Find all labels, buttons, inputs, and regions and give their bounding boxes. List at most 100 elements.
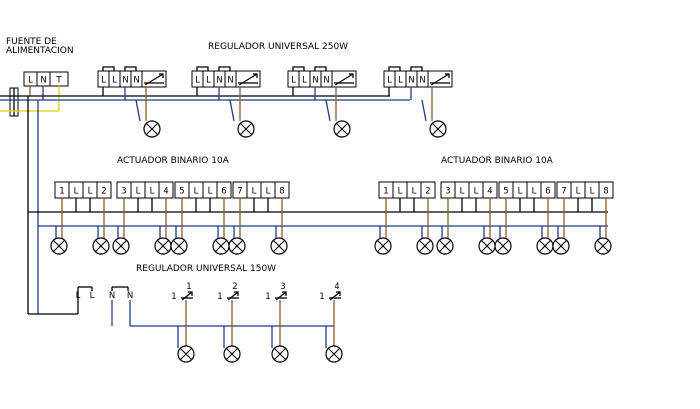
lamp-actuator-1-6 — [212, 237, 230, 255]
actuator-terminal: 2 — [101, 187, 106, 197]
dimmer-150-output-3: 31 — [265, 282, 289, 363]
dimmer-250-terminal: L — [112, 76, 117, 86]
actuator-left-title: ACTUADOR BINARIO 10A — [117, 156, 230, 166]
supply-terminal-l: L — [28, 76, 33, 86]
actuator-terminal: L — [252, 187, 257, 197]
dimmer-250-terminal: N — [227, 76, 233, 86]
lamp-actuator-1-7 — [228, 237, 246, 255]
actuator-terminal: L — [74, 187, 79, 197]
actuator-terminal: 5 — [179, 187, 184, 197]
actuator-terminal: L — [460, 187, 465, 197]
dimmer-250-terminal: L — [101, 76, 106, 86]
actuator-terminal: 8 — [279, 187, 284, 197]
actuator-terminal: L — [266, 187, 271, 197]
lamp-150-2 — [223, 345, 241, 363]
dimmer-150-output-prefix: 1 — [265, 292, 270, 302]
lamp-actuator-1-8 — [270, 237, 288, 255]
lamp-actuator-1-5 — [170, 237, 188, 255]
dimmer-250-title: REGULADOR UNIVERSAL 250W — [208, 42, 348, 52]
lamp-actuator-2-5 — [494, 237, 512, 255]
dimmer-250-terminal: N — [323, 76, 329, 86]
dimmer-150-output-number: 3 — [280, 282, 285, 292]
lamp-250-1 — [143, 120, 161, 138]
actuator-terminal: L — [194, 187, 199, 197]
dimmer-150-output-1: 11 — [171, 282, 195, 363]
actuator-terminal: 4 — [487, 187, 492, 197]
dimmer-150-output-prefix: 1 — [319, 292, 324, 302]
dimmer-250-terminal: N — [312, 76, 318, 86]
dimmer-250-terminal: N — [419, 76, 425, 86]
actuator-terminal: L — [474, 187, 479, 197]
actuator-terminal: 6 — [545, 187, 550, 197]
actuator-terminal: 4 — [163, 187, 168, 197]
lamp-250-3 — [333, 120, 351, 138]
actuator-terminal: L — [208, 187, 213, 197]
dimmer-150-terminal-l1: L — [76, 291, 81, 301]
actuator-right-title: ACTUADOR BINARIO 10A — [441, 156, 554, 166]
lamp-actuator-1-1 — [50, 237, 68, 255]
dimmer-150-terminal-n2: N — [127, 291, 133, 301]
lamp-150-4 — [325, 345, 343, 363]
dimmer-150-output-prefix: 1 — [217, 292, 222, 302]
lamp-250-2 — [237, 120, 255, 138]
dimmer-150-title: REGULADOR UNIVERSAL 150W — [136, 264, 276, 274]
actuator-terminal: 6 — [221, 187, 226, 197]
dimmer-150-output-number: 1 — [186, 282, 191, 292]
dimmer-250-terminal: L — [206, 76, 211, 86]
lamp-actuator-2-1 — [374, 237, 392, 255]
dimmer-150-terminal-l2: L — [90, 291, 95, 301]
dimmer-250-terminal: L — [398, 76, 403, 86]
lamp-actuator-2-3 — [436, 237, 454, 255]
dimmer-150-output-number: 2 — [232, 282, 237, 292]
dimmer-150-block: L L N N — [28, 286, 334, 327]
dimmer-250-terminal: N — [133, 76, 139, 86]
dimmer-250-terminal: L — [387, 76, 392, 86]
actuator-terminal: 8 — [603, 187, 608, 197]
lamp-150-1 — [177, 345, 195, 363]
actuator-terminal: L — [150, 187, 155, 197]
lamp-actuator-2-7 — [552, 237, 570, 255]
actuator-terminal: L — [136, 187, 141, 197]
dimmer-150-output-4: 41 — [319, 282, 343, 363]
power-supply-block: L N T — [9, 71, 69, 117]
lamp-250-4 — [429, 120, 447, 138]
actuator-terminal: L — [532, 187, 537, 197]
dimmer-150-output-prefix: 1 — [171, 292, 176, 302]
actuator-terminal: L — [398, 187, 403, 197]
lamp-150-3 — [271, 345, 289, 363]
dimmer-250-terminal: L — [291, 76, 296, 86]
dimmer-250-terminal: N — [122, 76, 128, 86]
actuator-terminal: 1 — [59, 187, 64, 197]
actuator-terminal: 1 — [383, 187, 388, 197]
lamp-actuator-2-8 — [594, 237, 612, 255]
actuator-terminal: 7 — [561, 187, 566, 197]
dimmer-150-output-number: 4 — [334, 282, 339, 292]
supply-terminal-t: T — [55, 76, 62, 86]
power-supply-label-line2: ALIMENTACION — [6, 46, 74, 56]
actuator-terminal: L — [576, 187, 581, 197]
actuator-terminal: 2 — [425, 187, 430, 197]
power-supply-label-line1: FUENTE DE — [6, 37, 57, 47]
dimmer-250-terminal: N — [216, 76, 222, 86]
actuator-terminal: L — [518, 187, 523, 197]
dimmer-150-terminal-n1: N — [109, 291, 115, 301]
dimmer-250-terminal: N — [408, 76, 414, 86]
lamp-actuator-1-2 — [92, 237, 110, 255]
actuator-terminal: 3 — [445, 187, 450, 197]
dimmer-250-terminal: L — [302, 76, 307, 86]
dimmer-150-output-2: 21 — [217, 282, 241, 363]
